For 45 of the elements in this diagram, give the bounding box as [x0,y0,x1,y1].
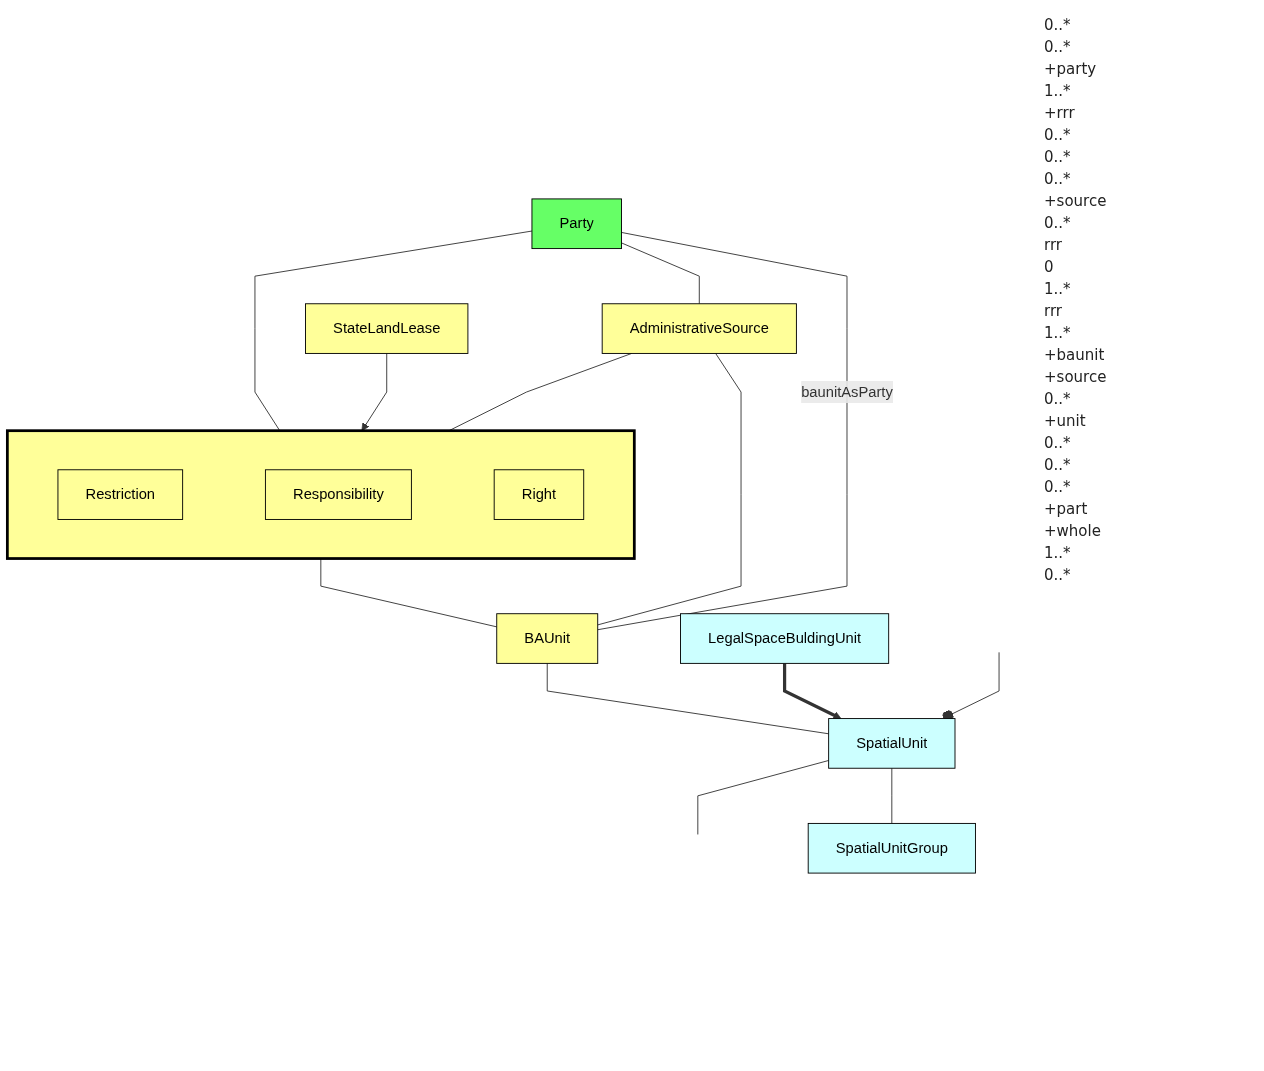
association-end-label: 1..* [1044,324,1071,342]
association-end-label: rrr [1044,302,1062,320]
association-end-label: 1..* [1044,544,1071,562]
association-end-label: +unit [1044,412,1086,430]
node-box: LegalSpaceBuldingUnit [680,612,890,664]
node-box: BAUnit [496,612,599,664]
association-end-label: +source [1044,192,1107,210]
association-end-label: +rrr [1044,104,1075,122]
connector [621,241,700,304]
association-end-label: rrr [1044,236,1062,254]
connector [697,759,830,835]
association-end-label: 0..* [1044,126,1071,144]
association-end-label: 0..* [1044,566,1071,584]
node-box: Right [493,468,585,520]
node-box: StateLandLease [305,302,469,354]
node-box: Restriction [57,468,184,520]
node-box: SpatialUnit [828,717,956,769]
connector [597,352,742,625]
connector [891,767,893,824]
association-end-label: 1..* [1044,280,1071,298]
node-box: Responsibility [264,468,412,520]
association-end-label: 1..* [1044,82,1071,100]
association-end-label: +part [1044,500,1088,518]
arrow [783,662,842,719]
node-box: Party [531,197,622,249]
node-box: AdministrativeSource [601,302,797,354]
association-end-label: +whole [1044,522,1101,540]
association-end-label: 0..* [1044,16,1071,34]
association-end-label: 0 [1044,258,1054,276]
association-end-label: +baunit [1044,346,1105,364]
cluster [6,428,636,560]
association-end-label: 0..* [1044,456,1071,474]
association-end-label: 0..* [1044,478,1071,496]
connector [597,231,848,630]
association-end-label: 0..* [1044,214,1071,232]
connector [546,662,830,734]
association-end-label: 0..* [1044,170,1071,188]
association-end-label: 0..* [1044,148,1071,166]
association-end-label: +source [1044,368,1107,386]
edge-label: baunitAsParty [801,383,893,399]
association-end-label: 0..* [1044,434,1071,452]
association-end-label: 0..* [1044,38,1071,56]
association-end-label: 0..* [1044,390,1071,408]
node-box: SpatialUnitGroup [807,822,976,874]
association-end-label: +party [1044,60,1097,78]
